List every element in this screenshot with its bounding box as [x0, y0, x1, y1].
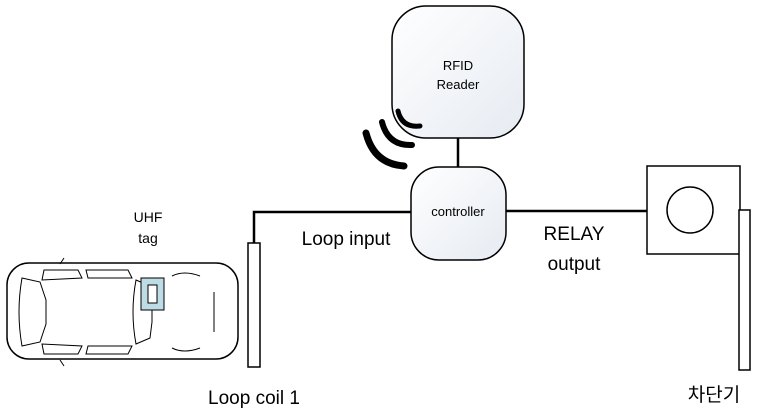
barrier-label: 차단기 — [688, 384, 740, 406]
rfid-reader-label-line1: RFID — [443, 58, 473, 73]
uhf-tag-label-line2: tag — [138, 230, 157, 246]
rfid-reader-box — [391, 5, 525, 139]
barrier-motor-icon — [666, 186, 714, 234]
barrier-gate — [646, 165, 751, 371]
loop-coil-label: Loop coil 1 — [208, 388, 300, 409]
relay-output-label-line1: RELAY — [544, 224, 605, 245]
uhf-tag-label-line1: UHF — [134, 209, 163, 225]
loop-input-wire — [252, 210, 412, 243]
uhf-tag-icon — [140, 277, 165, 311]
car-body — [6, 262, 239, 360]
radio-wave-icon — [362, 108, 423, 170]
controller-label: controller — [431, 204, 485, 219]
rfid-reader-label-line2: Reader — [437, 77, 480, 92]
barrier-arm — [738, 209, 751, 371]
car-icon — [6, 257, 239, 367]
controller: controller — [410, 166, 507, 261]
loop-input-label: Loop input — [302, 229, 391, 250]
loop-coil — [247, 242, 261, 368]
controller-box — [410, 166, 507, 261]
relay-output-label-line2: output — [548, 254, 602, 275]
rfid-reader: RFID Reader — [391, 5, 525, 139]
wiring — [252, 137, 647, 243]
